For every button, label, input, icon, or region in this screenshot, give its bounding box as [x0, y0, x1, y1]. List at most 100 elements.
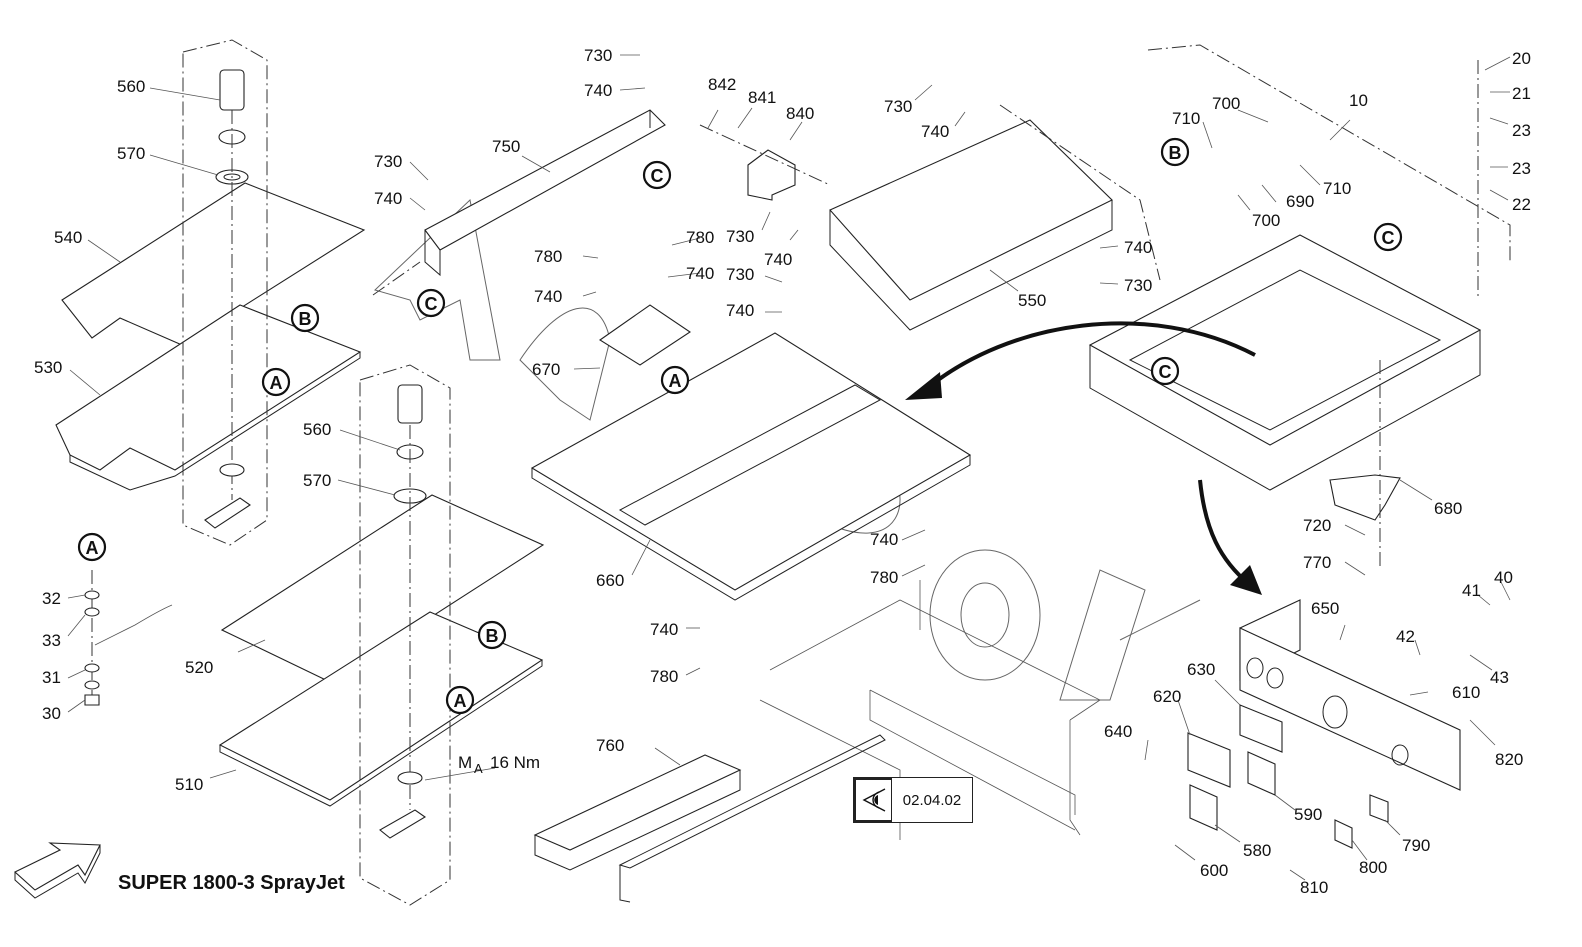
- label-570: 570: [117, 144, 145, 163]
- label-740: 740: [650, 620, 678, 639]
- label-740: 740: [374, 189, 402, 208]
- label-700: 700: [1212, 94, 1240, 113]
- label-780: 780: [870, 568, 898, 587]
- label-550: 550: [1018, 291, 1046, 310]
- label-740: 740: [764, 250, 792, 269]
- leader-lines: [67, 54, 1511, 881]
- svg-text:16 Nm: 16 Nm: [490, 753, 540, 772]
- model-title: SUPER 1800-3 SprayJet: [118, 872, 345, 894]
- reference-code: 02.04.02: [902, 791, 962, 809]
- label-610: 610: [1452, 683, 1480, 702]
- label-780: 780: [686, 228, 714, 247]
- label-710: 710: [1172, 109, 1200, 128]
- label-640: 640: [1104, 722, 1132, 741]
- label-800: 800: [1359, 858, 1387, 877]
- plate-660: [530, 332, 972, 601]
- label-730: 730: [584, 46, 612, 65]
- cover-630: [1239, 704, 1283, 753]
- svg-text:A: A: [669, 371, 682, 391]
- label-730: 730: [374, 152, 402, 171]
- label-710: 710: [1323, 179, 1351, 198]
- label-740: 740: [1124, 238, 1152, 257]
- label-10: 10: [1349, 91, 1368, 110]
- orientation-arrow-icon: [14, 842, 101, 899]
- label-740: 740: [726, 301, 754, 320]
- callout-b-upper: B: [290, 303, 320, 333]
- label-820: 820: [1495, 750, 1523, 769]
- label-600: 600: [1200, 861, 1228, 880]
- label-22: 22: [1512, 195, 1531, 214]
- label-740: 740: [584, 81, 612, 100]
- label-770: 770: [1303, 553, 1331, 572]
- label-560: 560: [117, 77, 145, 96]
- label-23: 23: [1512, 121, 1531, 140]
- label-740: 740: [870, 530, 898, 549]
- panel-520: [220, 494, 545, 683]
- label-730: 730: [884, 97, 912, 116]
- label-720: 720: [1303, 516, 1331, 535]
- label-510: 510: [175, 775, 203, 794]
- label-560: 560: [303, 420, 331, 439]
- bracket-670: [599, 304, 691, 366]
- svg-text:A: A: [86, 538, 99, 558]
- label-740: 740: [686, 264, 714, 283]
- label-42: 42: [1396, 627, 1415, 646]
- label-730: 730: [726, 227, 754, 246]
- label-43: 43: [1490, 668, 1509, 687]
- label-32: 32: [42, 589, 61, 608]
- callout-c-rail-right: C: [642, 160, 672, 190]
- cover-620: [1187, 732, 1231, 788]
- rail-750: [424, 109, 666, 277]
- cover-580: [1189, 784, 1218, 831]
- label-750: 750: [492, 137, 520, 156]
- frame-760: [533, 734, 886, 903]
- callout-c-housing-side: C: [1150, 356, 1180, 386]
- svg-text:B: B: [299, 309, 312, 329]
- torque-note: M A 16 Nm: [458, 753, 540, 776]
- label-780: 780: [650, 667, 678, 686]
- label-660: 660: [596, 571, 624, 590]
- label-21: 21: [1512, 84, 1531, 103]
- label-580: 580: [1243, 841, 1271, 860]
- tray-550: [829, 119, 1113, 331]
- latch-lower: [379, 771, 427, 839]
- fastener-stack-a: [84, 570, 173, 706]
- housing-10: [1088, 234, 1482, 491]
- frame-background: [759, 580, 1101, 840]
- label-41: 41: [1462, 581, 1481, 600]
- label-842: 842: [708, 75, 736, 94]
- eye-icon: [854, 778, 892, 822]
- label-780: 780: [534, 247, 562, 266]
- label-620: 620: [1153, 687, 1181, 706]
- label-520: 520: [185, 658, 213, 677]
- label-700: 700: [1252, 211, 1280, 230]
- label-840: 840: [786, 104, 814, 123]
- label-730: 730: [726, 265, 754, 284]
- svg-text:B: B: [486, 626, 499, 646]
- label-33: 33: [42, 631, 61, 650]
- label-841: 841: [748, 88, 776, 107]
- move-arrow-left: [905, 321, 1256, 400]
- label-680: 680: [1434, 499, 1462, 518]
- label-540: 540: [54, 228, 82, 247]
- svg-text:M: M: [458, 753, 472, 772]
- label-20: 20: [1512, 49, 1531, 68]
- panel-bracket-right: [1239, 599, 1461, 791]
- label-590: 590: [1294, 805, 1322, 824]
- label-690: 690: [1286, 192, 1314, 211]
- latch-upper: [204, 463, 251, 529]
- panel-530: [55, 304, 362, 491]
- label-530: 530: [34, 358, 62, 377]
- page-reference-link[interactable]: 02.04.02: [853, 777, 973, 823]
- move-arrow-down: [1198, 479, 1262, 595]
- svg-text:C: C: [425, 294, 438, 314]
- label-670: 670: [532, 360, 560, 379]
- callout-a-lower: A: [445, 685, 475, 715]
- label-40: 40: [1494, 568, 1513, 587]
- cover-590: [1247, 751, 1276, 796]
- bracket-680: [1329, 474, 1401, 521]
- callout-a-left: A: [77, 532, 107, 562]
- cover-800: [1334, 819, 1353, 849]
